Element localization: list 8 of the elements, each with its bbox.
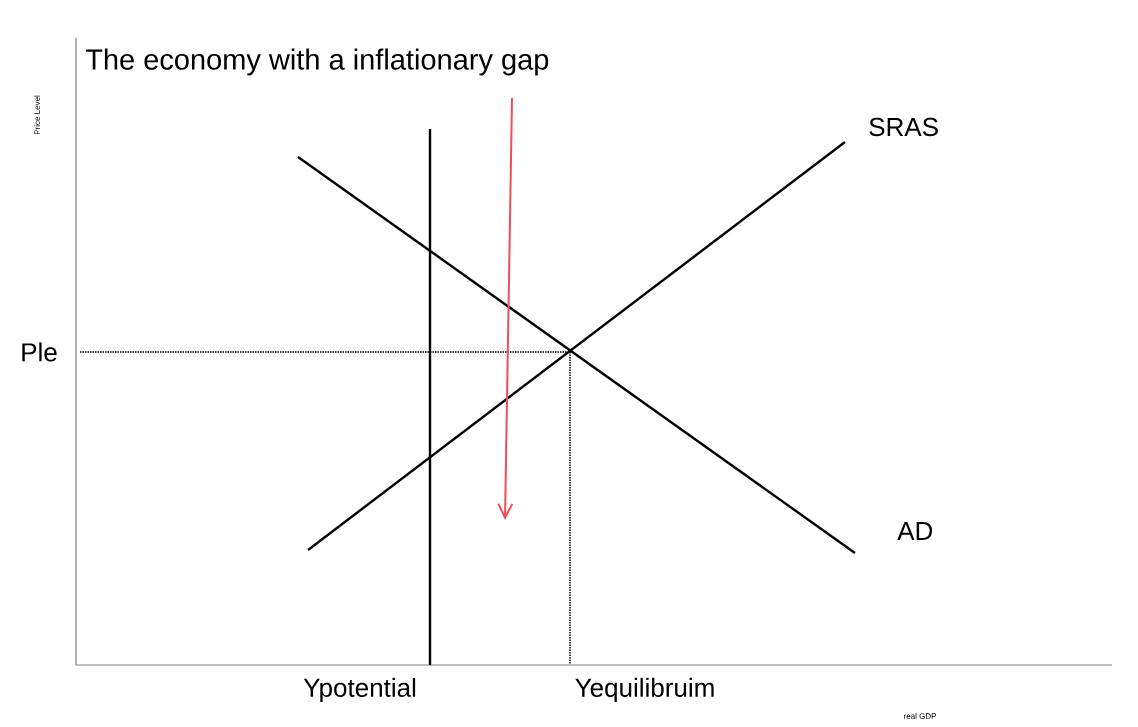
curve-label: AD [897,522,933,540]
axis-label: Price Level [34,95,40,135]
chart-title: The economy with a inflationary gap [85,48,549,76]
price-label: Ple [22,342,57,362]
output-label: Ypotential [303,677,416,703]
curve-label: SRAS [869,117,938,137]
output-label: Yequilibruim [575,677,714,703]
axis-label: real GDP [904,713,936,719]
